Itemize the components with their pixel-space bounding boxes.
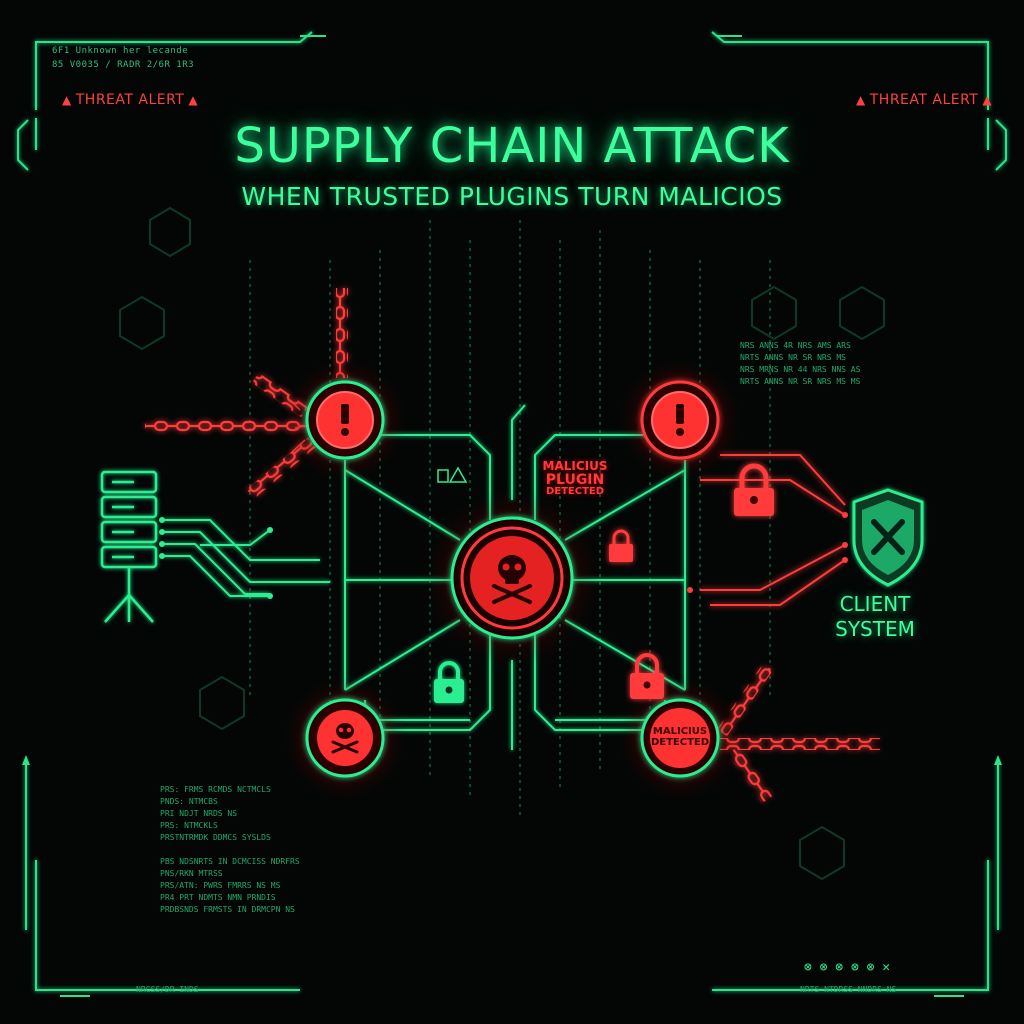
hud-corner-dashes [60, 35, 964, 997]
page-title: SUPPLY CHAIN ATTACK [234, 118, 790, 174]
malicious-detected-line2: DETECTED [650, 736, 710, 748]
skull-crossbones-icon [492, 555, 532, 604]
page-subtitle: WHEN TRUSTED PLUGINS TURN MALICIOS [241, 182, 783, 211]
client-label-line1: CLIENT [839, 592, 911, 616]
warning-triangle-icon: ▲ [982, 93, 993, 107]
hex-background [119, 206, 885, 881]
log-line [160, 844, 300, 856]
malicious-plugin-label: MALICIUS PLUGIN DETECTED [540, 460, 610, 498]
client-traces [700, 454, 846, 606]
log-line: PRI NDJT NRDS NS [160, 809, 238, 818]
warning-node-top-left [305, 380, 385, 460]
malicious-plugin-line3: DETECTED [545, 486, 605, 498]
hud-arrow-right [994, 755, 1002, 765]
triangle-icon [437, 466, 468, 483]
threat-alert-left: ▲THREAT ALERT▲ [58, 92, 202, 108]
padlock-icon [434, 661, 464, 703]
hud-info-line1: 6F1 Unknown her lecande [52, 46, 189, 56]
threat-alert-left-label: THREAT ALERT [75, 92, 185, 108]
hud-info-line2: 85 V0035 / RADR 2/6R 1R3 [52, 60, 195, 70]
log-block-right: NRS ANNS 4R NRS AMS ARS NRTS ANNS NR SR … [740, 340, 860, 388]
malicious-plugin-line1: MALICIUS [542, 459, 608, 473]
warning-node-top-right [640, 380, 720, 460]
padlock-icon [609, 529, 633, 562]
warning-triangle-icon: ▲ [856, 93, 866, 107]
padlock-icon [630, 653, 664, 699]
log-line: NRS MRNS NR 44 NRS NNS AS [740, 365, 861, 374]
center-malicious-node [450, 516, 574, 640]
malicious-plugin-line2: PLUGIN [545, 471, 605, 488]
hud-arrow-left [22, 755, 30, 765]
threat-alert-right-label: THREAT ALERT [869, 92, 979, 108]
threat-alert-right: ▲THREAT ALERT▲ [852, 92, 996, 108]
footer-text-right: NRTS NTDRSS NNDRS NS [800, 985, 897, 994]
log-line: PRS: FRMS RCMDS NCTMCLS [160, 785, 271, 794]
log-line: NRTS ANNS NR SR NRS MS [740, 353, 846, 362]
client-label-line2: SYSTEM [835, 617, 915, 641]
footer-text-left: NRCSS/DR INDS [136, 985, 199, 994]
skull-crossbones-icon [331, 723, 359, 754]
skull-node-bottom-left [305, 698, 385, 778]
log-line: PRSTNTRMDK DDMCS SYSLDS [160, 833, 271, 842]
log-block-bottom-left: PRS: FRMS RCMDS NCTMCLS PNDS: NTMCBS PRI… [160, 784, 300, 916]
server-traces [162, 519, 330, 597]
log-line: PNDS: NTMCBS [160, 797, 218, 806]
exclamation-icon [676, 404, 684, 436]
log-line: PR4 PRT NDMTS NMN PRNDIS [160, 893, 276, 902]
warning-triangle-icon: ▲ [62, 93, 72, 107]
log-line: PRS/ATN: PWRS FMRRS NS MS [160, 881, 281, 890]
status-icons-row: ⊗ ⊗ ⊗ ⊗ ⊗ ✕ [804, 960, 891, 975]
log-line: PBS NDSNRTS IN DCMCISS NDRFRS [160, 857, 300, 866]
detected-node-bottom-right [640, 698, 720, 778]
padlock-icon [734, 463, 774, 516]
log-line: NRS ANNS 4R NRS AMS ARS [740, 341, 851, 350]
log-line: PRS: NTMCKLS [160, 821, 218, 830]
shield-x-icon [852, 488, 924, 587]
log-line: PNS/RKN MTRSS [160, 869, 223, 878]
log-line: PRDBSNDS FRMSTS IN DRMCPN NS [160, 905, 295, 914]
log-line: NRTS ANNS NR SR NRS MS MS [740, 377, 861, 386]
malicious-detected-label: MALICIUS DETECTED [650, 726, 710, 748]
malicious-detected-line1: MALICIUS [652, 726, 708, 737]
warning-triangle-icon: ▲ [188, 93, 199, 107]
server-rack-icon [100, 470, 158, 623]
client-system-label: CLIENT SYSTEM [820, 592, 930, 642]
exclamation-icon [341, 404, 349, 436]
